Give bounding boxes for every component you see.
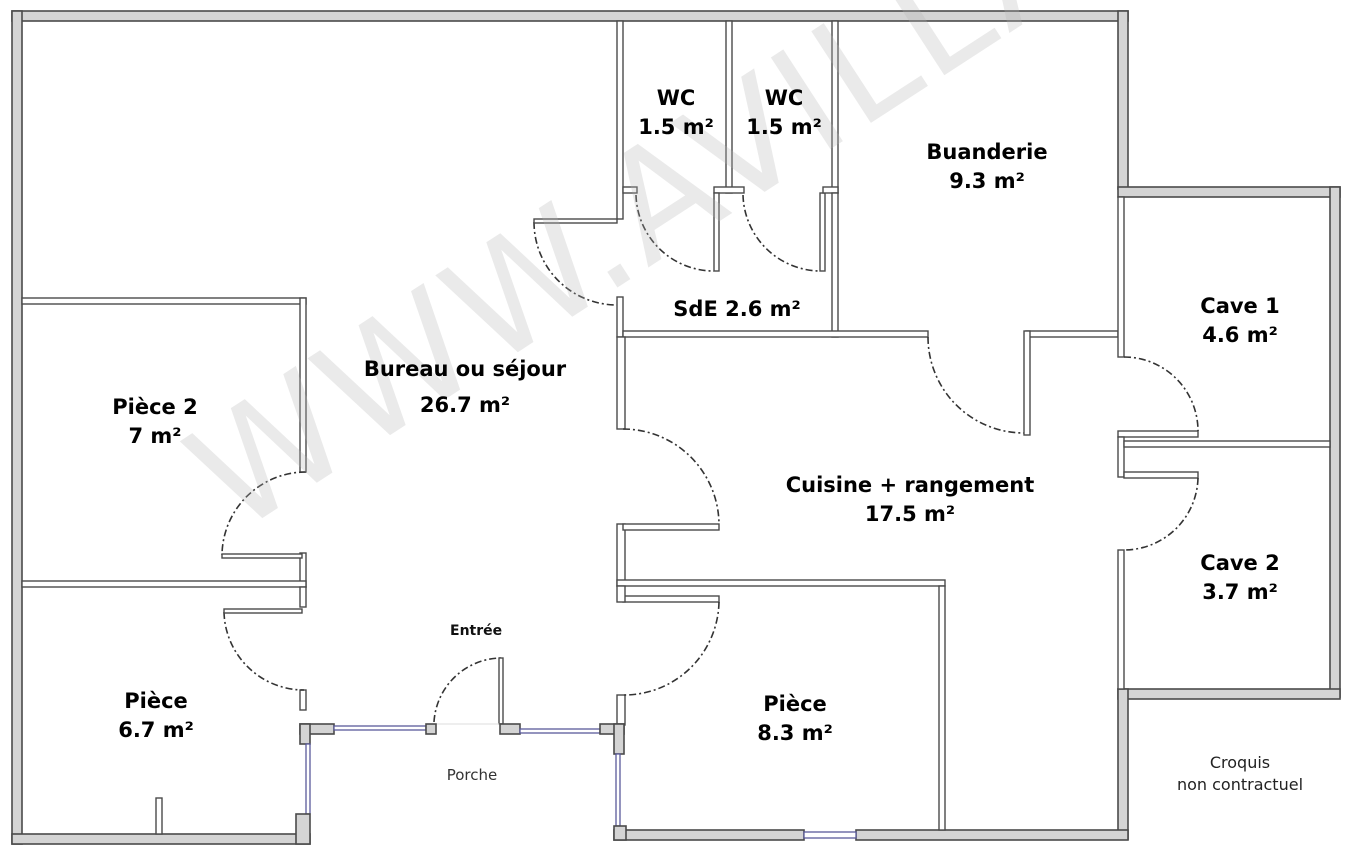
room-area: 3.7 m² (1202, 580, 1278, 604)
room-area: 7 m² (128, 424, 182, 448)
room-name: WC (764, 86, 804, 110)
interior-walls (21, 20, 1331, 835)
room-cave-2: Cave 2 3.7 m² (1150, 549, 1330, 607)
room-area: 9.3 m² (949, 169, 1025, 193)
room-name: Pièce (763, 692, 827, 716)
room-name: Cuisine + rangement (785, 473, 1035, 497)
room-cave-1: Cave 1 4.6 m² (1150, 292, 1330, 350)
room-area: 17.5 m² (864, 502, 956, 526)
room-sde: SdE 2.6 m² (640, 295, 834, 324)
room-area: 6.7 m² (118, 718, 194, 742)
porch-windows (295, 723, 857, 845)
entrance-label: Entrée (450, 623, 503, 639)
room-area: 1.5 m² (638, 115, 714, 139)
room-cuisine: Cuisine + rangement 17.5 m² (750, 471, 1070, 529)
disclaimer-line-2: non contractuel (1176, 775, 1304, 794)
room-piece-2: Pièce 2 7 m² (80, 393, 230, 451)
room-area: 8.3 m² (757, 721, 833, 745)
room-name: Cave 2 (1200, 551, 1280, 575)
disclaimer-line-1: Croquis (1209, 753, 1271, 772)
room-name: Cave 1 (1200, 294, 1280, 318)
room-area: 4.6 m² (1202, 323, 1278, 347)
room-bureau: Bureau ou séjour 26.7 m² (330, 351, 600, 423)
room-name: Pièce (124, 689, 188, 713)
room-area: 26.7 m² (419, 393, 511, 417)
porch-label: Porche (446, 766, 498, 784)
room-area: 1.5 m² (746, 115, 822, 139)
room-wc-2: WC 1.5 m² (736, 84, 832, 142)
room-name: WC (656, 86, 696, 110)
room-name: Buanderie (926, 140, 1048, 164)
disclaimer: Croquis non contractuel (1150, 752, 1330, 796)
room-name: Pièce 2 (112, 395, 198, 419)
room-piece-6-7: Pièce 6.7 m² (86, 687, 226, 745)
room-name: Bureau ou séjour (363, 357, 567, 381)
room-wc-1: WC 1.5 m² (628, 84, 724, 142)
door-swings (221, 194, 1199, 725)
room-buanderie: Buanderie 9.3 m² (880, 138, 1094, 196)
room-name: SdE 2.6 m² (673, 297, 801, 321)
room-piece-8-3: Pièce 8.3 m² (725, 690, 865, 748)
